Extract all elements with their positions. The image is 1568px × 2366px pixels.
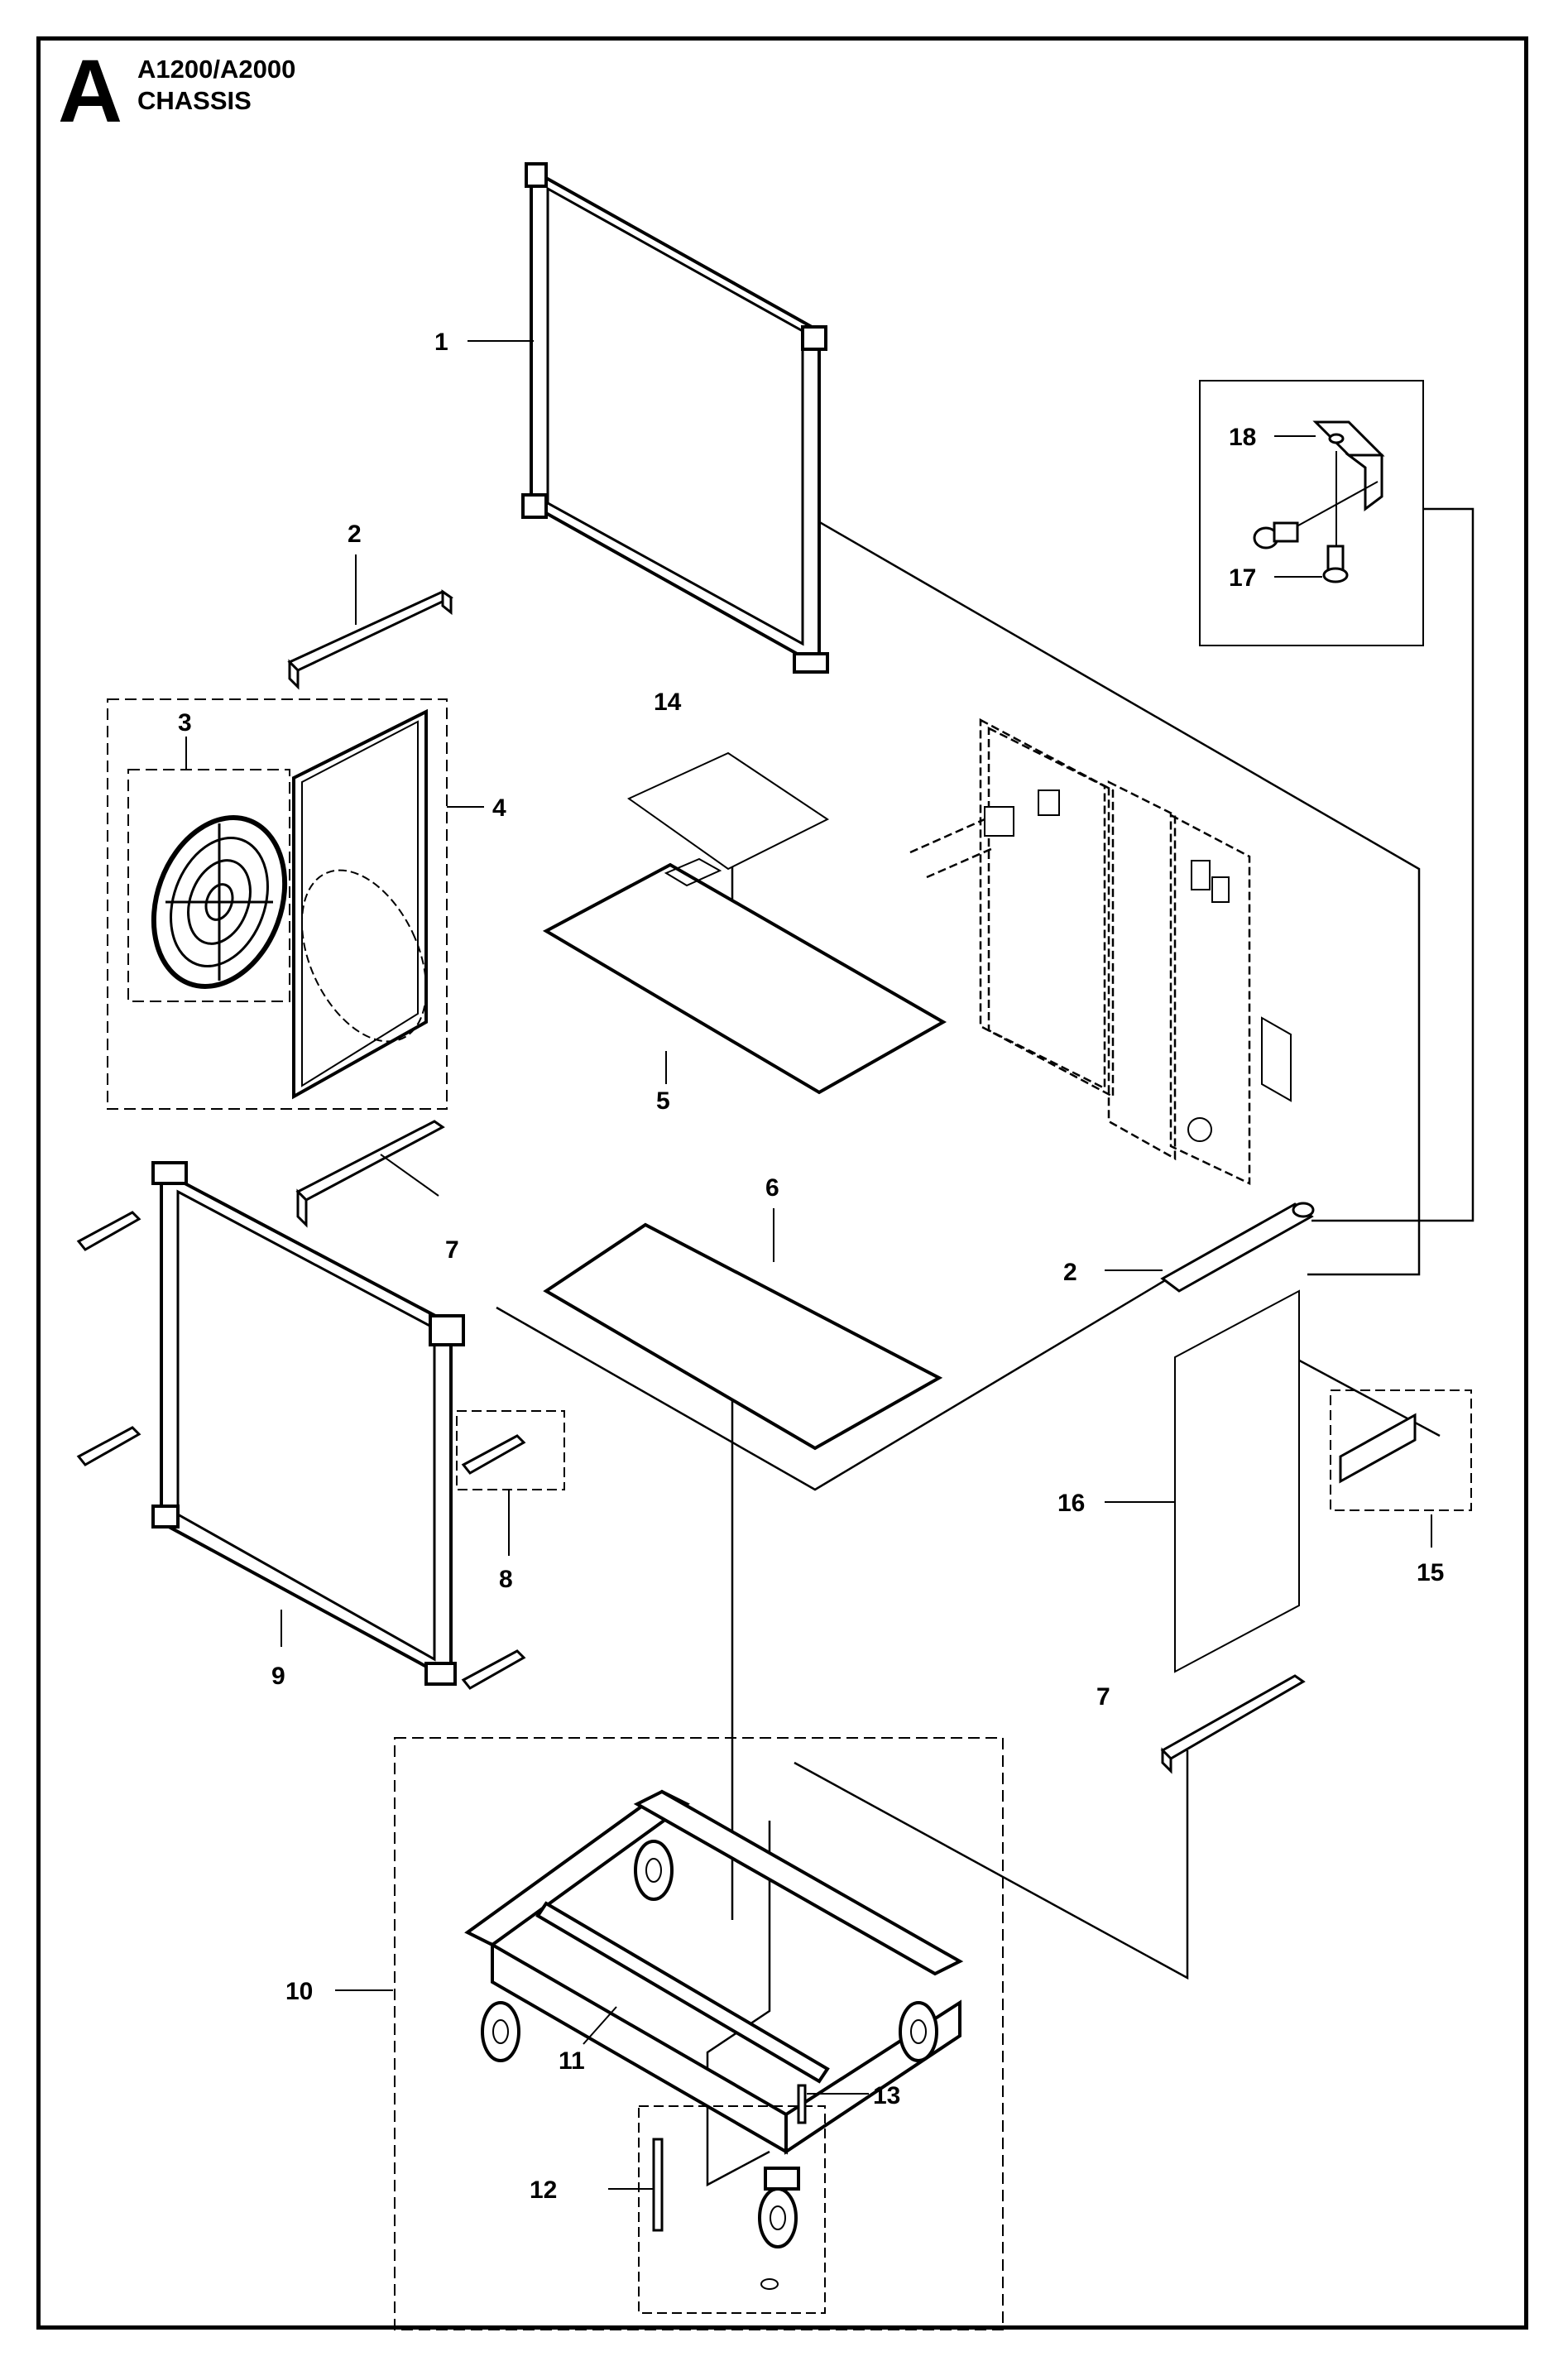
electrical-control-box xyxy=(909,717,1251,1185)
callout-8: 8 xyxy=(499,1566,513,1593)
callout-9: 9 xyxy=(271,1663,285,1690)
callout-7-upper: 7 xyxy=(445,1236,459,1264)
callout-6: 6 xyxy=(765,1174,779,1202)
control-components xyxy=(984,789,1292,1142)
callout-1: 1 xyxy=(434,329,448,356)
part-12-caster xyxy=(652,2138,800,2290)
trolley-wheels xyxy=(481,1840,938,2062)
callout-15: 15 xyxy=(1417,1559,1444,1586)
callout-10: 10 xyxy=(285,1978,313,2005)
part-18-bracket xyxy=(1312,420,1385,511)
part-6-bottom-plate xyxy=(543,1222,943,1451)
part-15-handle-box xyxy=(1330,1389,1472,1511)
callout-leaders xyxy=(185,340,1432,2190)
callout-2-lower: 2 xyxy=(1063,1259,1077,1286)
callout-4: 4 xyxy=(492,794,506,822)
part-2-bracket-lower xyxy=(1160,1202,1315,1293)
callout-2-upper: 2 xyxy=(348,521,362,548)
callout-3: 3 xyxy=(178,709,192,737)
callout-5: 5 xyxy=(656,1087,670,1115)
part-8-latch-box xyxy=(456,1410,565,1490)
callout-14: 14 xyxy=(654,689,682,716)
part-9-side-frame xyxy=(151,1161,465,1686)
section-letter: A xyxy=(58,41,122,141)
callout-16: 16 xyxy=(1057,1490,1085,1517)
callout-11: 11 xyxy=(559,2047,585,2075)
section-title: CHASSIS xyxy=(137,86,252,115)
latch-parts xyxy=(76,1211,526,1690)
part-1-top-frame xyxy=(521,162,829,674)
part-13-bolt xyxy=(797,2084,807,2124)
parts-17-18-detail-box xyxy=(1199,380,1424,646)
part-7-rail-lower xyxy=(1160,1674,1306,1774)
callout-7-lower: 7 xyxy=(1096,1683,1110,1711)
part-17-screws xyxy=(1253,521,1349,583)
page-frame xyxy=(36,36,1528,2330)
part-16-rear-panel xyxy=(1174,1289,1300,1673)
part-10-trolley-box xyxy=(394,1737,1004,2330)
part-2-bracket-upper xyxy=(287,589,453,690)
part-14-label-sheet xyxy=(627,751,829,871)
part-15-handle xyxy=(1339,1413,1417,1484)
callout-17: 17 xyxy=(1229,564,1256,592)
part-5-base-plate xyxy=(542,857,947,1095)
part-7-rail-upper xyxy=(295,1120,445,1228)
callout-12: 12 xyxy=(530,2176,557,2204)
part-10-trolley-frame xyxy=(464,1789,964,2155)
callout-13: 13 xyxy=(873,2082,900,2109)
model-title: A1200/A2000 xyxy=(137,55,296,84)
callout-18: 18 xyxy=(1229,424,1256,451)
fan-icon xyxy=(151,815,288,989)
part-4-fan-panel-group xyxy=(107,698,448,1110)
part-12-caster-box xyxy=(638,2105,826,2314)
